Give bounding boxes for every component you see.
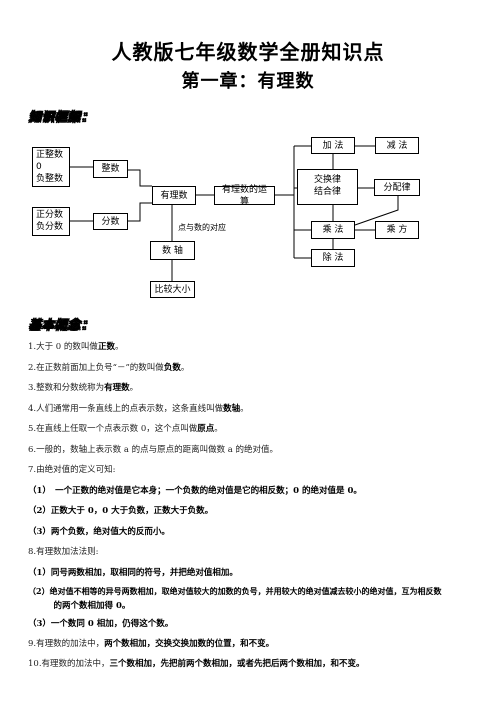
concept-line: （2）正数大于 0，0 大于负数，正数大于负数。: [28, 506, 214, 516]
multiplication-box: 乘 法: [311, 221, 355, 239]
concept-line: （3）一个数同 0 相加，仍得这个数。: [28, 619, 174, 629]
concept-line: 10.有理数的加法中，三个数相加，先把前两个数相加，或者先把后两个数相加，和不变…: [28, 659, 365, 669]
concept-line: 7.由绝对值的定义可知:: [28, 465, 116, 475]
fraction-box: 分数: [93, 213, 128, 230]
section-label-knowledge-framework: 知识框架：: [29, 110, 95, 125]
concept-line: 5.在直线上任取一个点表示数 0，这个点叫做原点。: [28, 424, 223, 434]
commutative-law-label: 交换律: [313, 175, 341, 185]
concept-line: 4.人们通常用一条直线上的点表示数，这条直线叫做数轴。: [28, 404, 249, 414]
rational-operations-box: 有理数的运算: [214, 185, 275, 207]
compare-size-box: 比较大小: [150, 281, 195, 298]
laws-box: 交换律 结合律: [297, 169, 358, 205]
associative-law-label: 结合律: [313, 187, 341, 197]
rational-number-box: 有理数: [152, 186, 196, 205]
concept-line: 9.有理数的加法中，两个数相加，交换交换加数的位置，和不变。: [28, 639, 275, 649]
concept-line: （1）同号两数相加，取相同的符号，并把绝对值相加。: [28, 568, 238, 578]
concept-line: （1） 一个正数的绝对值是它本身；一个负数的绝对值是它的相反数；0 的绝对值是 …: [28, 486, 362, 496]
knowledge-framework-connectors: [70, 145, 399, 281]
zero-label: 0: [36, 162, 42, 172]
positive-integer-label: 正整数: [36, 150, 64, 160]
negative-fraction-label: 负分数: [36, 222, 64, 232]
number-axis-box: 数 轴: [150, 241, 195, 260]
connector-fraction-to-rational: [128, 202, 152, 222]
concept-line: （2）绝对值不相等的异号两数相加，取绝对值较大的加数的负号，并用较大的绝对值减去…: [28, 586, 442, 596]
document-title: 人教版七年级数学全册知识点: [111, 40, 385, 64]
concept-line: 3.整数和分数统称为有理数。: [28, 383, 139, 393]
integer-types-box: 正整数 0 负整数: [32, 147, 70, 187]
connector-distributive-to-multiply: [354, 196, 399, 226]
distributive-law-box: 分配律: [374, 179, 420, 196]
negative-integer-label: 负整数: [36, 174, 64, 184]
power-box: 乘 方: [375, 221, 419, 239]
section-label-basic-concepts: 基本概念：: [29, 318, 95, 333]
concept-line: 2.在正数前面加上负号“－”的数叫做负数。: [28, 363, 190, 373]
concept-line: 6.一般的，数轴上表示数 a 的点与原点的距离叫做数 a 的绝对值。: [28, 445, 279, 455]
concept-line: （3）两个负数，绝对值大的反而小。: [28, 527, 170, 537]
positive-fraction-label: 正分数: [36, 210, 64, 220]
point-number-correspondence-label: 点与数的对应: [178, 223, 226, 232]
concept-line: 的两个数相加得 0。: [28, 601, 131, 611]
addition-box: 加 法: [311, 137, 355, 154]
concept-line: 8.有理数加法法则:: [28, 547, 99, 557]
chapter-title: 第一章：有理数: [181, 71, 315, 92]
integer-box: 整数: [93, 160, 128, 178]
division-box: 除 法: [311, 249, 355, 267]
concept-line: 1.大于 0 的数叫做正数。: [28, 342, 124, 352]
subtraction-box: 减 法: [375, 137, 419, 154]
connector-integer-to-rational: [128, 169, 152, 187]
fraction-types-box: 正分数 负分数: [32, 207, 70, 236]
